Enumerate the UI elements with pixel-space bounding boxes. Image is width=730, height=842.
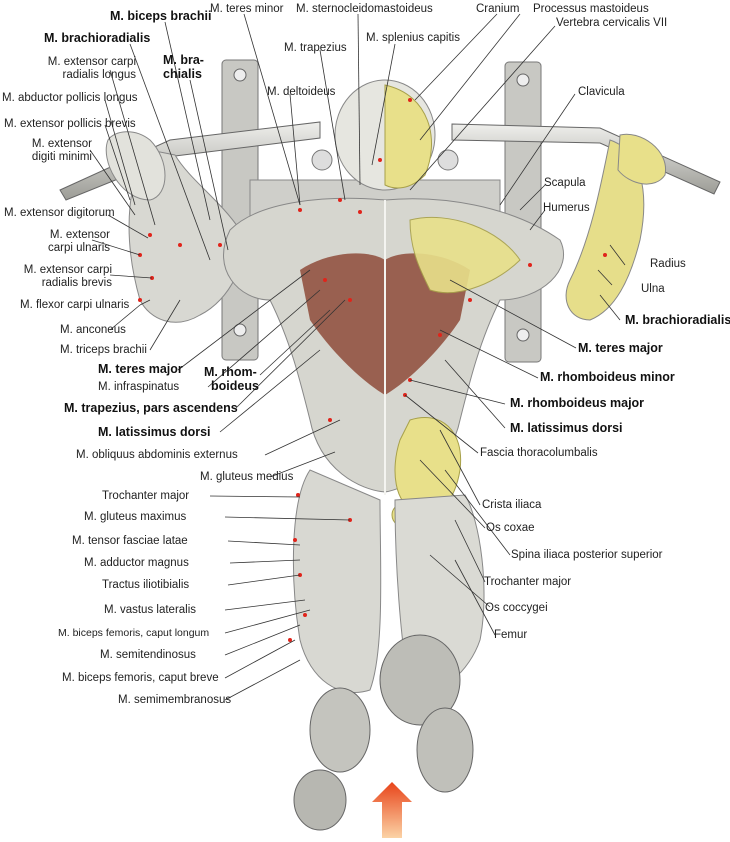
label-deltoideus: M. deltoideus [267, 86, 336, 98]
label-trapezius-asc: M. trapezius, pars ascendens [64, 401, 238, 415]
label-adductor-magnus: M. adductor magnus [84, 557, 189, 569]
label-gluteus-medius: M. gluteus medius [200, 471, 294, 483]
label-anconeus: M. anconeus [60, 324, 126, 336]
label-radius: Radius [650, 258, 686, 270]
label-biceps-fem-breve: M. biceps femoris, caput breve [62, 672, 219, 684]
label-femur: Femur [494, 629, 528, 641]
label-biceps-brachii: M. biceps brachii [110, 9, 212, 23]
label-triceps: M. triceps brachii [60, 344, 147, 356]
label-sternocleidomastoideus: M. sternocleidomastoideus [296, 3, 433, 15]
upward-arrow [372, 782, 412, 838]
label-ext-pollicis-brevis: M. extensor pollicis brevis [4, 118, 136, 130]
label-splenius-capitis: M. splenius capitis [366, 32, 460, 44]
label-fascia: Fascia thoracolumbalis [480, 447, 598, 459]
label-tractus: Tractus iliotibialis [102, 579, 190, 591]
label-ext-carpi-rad-longus-1: M. extensor carpi [47, 56, 136, 68]
label-ext-digiti-minimi-1: M. extensor [31, 138, 92, 150]
label-rhomboideus-major: M. rhomboideus major [510, 396, 645, 410]
label-ext-carpi-uln-2: carpi ulnaris [48, 242, 110, 254]
label-semimembranosus: M. semimembranosus [118, 694, 232, 706]
label-brachialis-1: M. bra- [163, 53, 204, 67]
label-trochanter-major-left: Trochanter major [102, 490, 190, 502]
label-processus-mastoideus: Processus mastoideus [533, 3, 649, 15]
body-figure [105, 79, 666, 831]
label-rhomboideus-1: M. rhom- [204, 365, 257, 379]
label-os-coxae: Os coxae [486, 522, 535, 534]
label-clavicula: Clavicula [578, 86, 625, 98]
label-abductor-pollicis: M. abductor pollicis longus [2, 92, 138, 104]
label-rhomboideus-minor: M. rhomboideus minor [540, 370, 675, 384]
label-crista-iliaca: Crista iliaca [482, 499, 542, 511]
label-tensor-fasciae: M. tensor fasciae latae [72, 535, 188, 547]
label-humerus: Humerus [543, 202, 590, 214]
label-rhomboideus-2: boideus [211, 379, 259, 393]
label-ext-carpi-rad-longus-2: radialis longus [62, 69, 136, 81]
label-obliquus: M. obliquus abdominis externus [76, 449, 238, 461]
label-brachialis-2: chialis [163, 67, 202, 81]
label-ext-digitorum: M. extensor digitorum [4, 207, 115, 219]
label-ext-carpi-rad-brevis-2: radialis brevis [41, 277, 112, 289]
label-cranium: Cranium [476, 3, 520, 15]
label-infraspinatus: M. infraspinatus [98, 381, 180, 393]
label-teres-major-right: M. teres major [578, 341, 663, 355]
label-os-coccygei: Os coccygei [485, 602, 548, 614]
label-ulna: Ulna [641, 283, 665, 295]
label-teres-major-left: M. teres major [98, 362, 183, 376]
label-trapezius: M. trapezius [284, 42, 347, 54]
label-latissimus-right: M. latissimus dorsi [510, 421, 623, 435]
label-ext-carpi-rad-brevis-1: M. extensor carpi [23, 264, 112, 276]
label-spina-iliaca: Spina iliaca posterior superior [511, 549, 663, 561]
label-teres-minor: M. teres minor [210, 3, 284, 15]
label-flexor-carpi-uln: M. flexor carpi ulnaris [20, 299, 130, 311]
label-semitendinosus: M. semitendinosus [100, 649, 196, 661]
label-ext-digiti-minimi-2: digiti minimi [31, 151, 92, 163]
label-latissimus-left: M. latissimus dorsi [98, 425, 211, 439]
label-brachioradialis-top: M. brachioradialis [44, 31, 151, 45]
label-biceps-fem-longum: M. biceps femoris, caput longum [58, 627, 210, 639]
muscle-markers [138, 98, 607, 642]
label-vertebra-cervicalis: Vertebra cervicalis VII [556, 17, 668, 29]
label-vastus-lateralis: M. vastus lateralis [104, 604, 197, 616]
label-ext-carpi-uln-1: M. extensor [49, 229, 110, 241]
label-brachioradialis-right: M. brachioradialis [625, 313, 730, 327]
label-trochanter-major-right: Trochanter major [484, 576, 572, 588]
label-scapula: Scapula [544, 177, 586, 189]
label-gluteus-maximus: M. gluteus maximus [84, 511, 187, 523]
leader-lines [89, 13, 626, 701]
